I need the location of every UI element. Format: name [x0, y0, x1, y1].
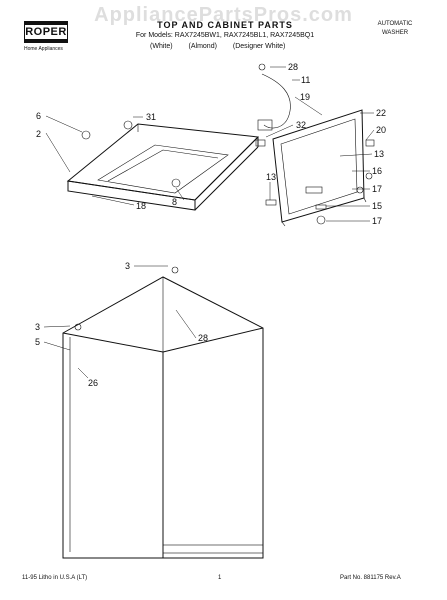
page-title: TOP AND CABINET PARTS	[157, 20, 293, 30]
product-type-line2: WASHER	[381, 30, 409, 36]
callout-22-top: 22	[376, 108, 386, 118]
page-number: 1	[218, 575, 222, 581]
callout-26: 26	[88, 378, 98, 388]
callout-20: 20	[376, 125, 386, 135]
brand-tagline: Home Appliances	[24, 46, 63, 52]
hardware-parts	[74, 63, 375, 331]
callout-3-upper: 3	[125, 261, 130, 271]
callout-15: 15	[372, 201, 382, 211]
callout-19: 19	[300, 92, 310, 102]
lid-switch-harness	[255, 73, 291, 147]
washer-top	[66, 123, 260, 211]
brand-logo: ROPER	[24, 21, 68, 43]
color-almond: (Almond)	[188, 43, 217, 50]
washer-cabinet	[62, 276, 264, 559]
logo-text: ROPER	[25, 26, 67, 38]
product-type-line1: AUTOMATIC	[377, 21, 413, 27]
callout-28-top: 28	[288, 62, 298, 72]
callout-numbers: 28 11 31 6 19 22 32 20 2 13 16 8 13 17 1…	[35, 62, 386, 388]
print-info: 11-95 Litho in U.S.A (LT)	[22, 575, 88, 581]
color-list: (White) (Almond) (Designer White)	[150, 43, 350, 50]
washer-lid	[272, 109, 367, 227]
callout-17-lower: 17	[372, 216, 382, 226]
callout-28-cabinet: 28	[198, 333, 208, 343]
callout-3-lower: 3	[35, 322, 40, 332]
callout-18: 18	[136, 201, 146, 211]
callout-32: 32	[296, 120, 306, 130]
part-number: Part No. 881175 Rev.A	[340, 575, 401, 581]
callout-31: 31	[146, 112, 156, 122]
callout-5: 5	[35, 337, 40, 347]
watermark: AppliancePartsPros.com	[94, 4, 353, 26]
callout-13-mid: 13	[266, 172, 276, 182]
callout-11: 11	[301, 75, 310, 85]
callout-13-right: 13	[374, 149, 384, 159]
product-type: AUTOMATIC WASHER	[360, 20, 430, 38]
callout-2: 2	[36, 129, 41, 139]
callout-8: 8	[172, 197, 177, 207]
callout-17-upper: 17	[372, 184, 382, 194]
color-designer-white: (Designer White)	[232, 43, 286, 50]
callout-6: 6	[36, 111, 41, 121]
color-white: (White)	[150, 43, 173, 50]
leader-lines	[43, 66, 375, 379]
callout-16: 16	[372, 166, 382, 176]
model-list: For Models: RAX7245BW1, RAX7245BL1, RAX7…	[135, 32, 315, 39]
